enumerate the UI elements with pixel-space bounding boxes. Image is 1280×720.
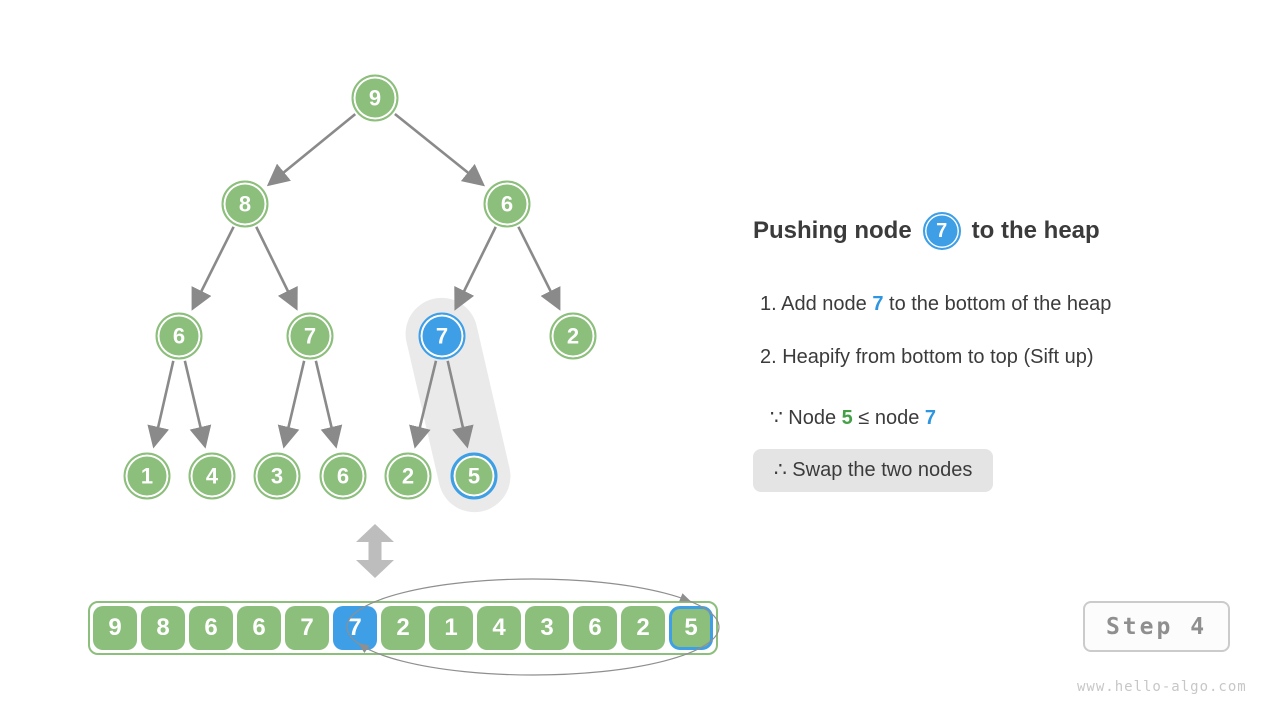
tree-array-sync-arrow-icon (356, 524, 394, 578)
tree-node-7: 7 (286, 312, 334, 360)
because-text-mid: ≤ node (852, 407, 925, 429)
tree-node-6: 6 (155, 312, 203, 360)
because-number-5: 5 (841, 407, 853, 429)
array-cell-5: 5 (669, 606, 713, 650)
array-cell-1: 1 (429, 606, 473, 650)
step1-text: 1. Add node (760, 293, 873, 315)
tree-edges (147, 112, 561, 449)
tree-edge (277, 360, 306, 449)
tree-edge (454, 226, 497, 311)
tree-node-2: 2 (549, 312, 597, 360)
array-cell-6: 6 (237, 606, 281, 650)
watermark-text: www.hello-algo.com (1077, 679, 1247, 695)
array-cell-6: 6 (189, 606, 233, 650)
tree-edge (266, 113, 357, 187)
tree-edge (409, 360, 438, 449)
array-cell-2: 2 (621, 606, 665, 650)
array-cell-7: 7 (285, 606, 329, 650)
tree-edge (517, 226, 561, 311)
tree-node-8: 8 (221, 180, 269, 228)
tree-edge (446, 360, 474, 449)
swap-arrowhead-left-icon (358, 643, 370, 653)
tree-node-9: 9 (351, 74, 399, 122)
title-node-badge: 7 (922, 212, 961, 250)
array-cell-8: 8 (141, 606, 185, 650)
array-cell-6: 6 (573, 606, 617, 650)
because-clause: ∵ Node 5 ≤ node 7 (770, 405, 936, 430)
tree-edge (394, 112, 486, 187)
array-cell-4: 4 (477, 606, 521, 650)
tree-edge (191, 226, 235, 311)
because-number-7: 7 (924, 407, 937, 429)
step1-text-post: to the bottom of the heap (883, 293, 1112, 315)
tree-edge (147, 360, 175, 449)
tree-node-7: 7 (418, 312, 466, 360)
tree-edge (183, 360, 212, 449)
array-cell-9: 9 (93, 606, 137, 650)
step2-text: 2. Heapify from bottom to top (Sift up) (760, 346, 1094, 368)
watermark: www.hello-algo.com (1077, 679, 1247, 695)
title-prefix: Pushing node (753, 217, 912, 244)
tree-node-3: 3 (253, 452, 301, 500)
swap-ellipse-path (346, 578, 720, 676)
title-node-value: 7 (936, 219, 948, 242)
tree-node-5: 5 (450, 452, 498, 500)
tree-node-6: 6 (483, 180, 531, 228)
tree-node-4: 4 (188, 452, 236, 500)
title-suffix: to the heap (971, 217, 1100, 244)
therefore-text: ∴ Swap the two nodes (774, 459, 973, 481)
tree-edge (314, 360, 343, 449)
page-title: Pushing node 7 to the heap (753, 212, 1100, 250)
instruction-step-2: 2. Heapify from bottom to top (Sift up) (760, 346, 1093, 369)
because-text: ∵ Node (770, 407, 842, 429)
tree-node-6: 6 (319, 452, 367, 500)
step-badge: Step 4 (1083, 601, 1230, 652)
therefore-clause: ∴ Swap the two nodes (753, 449, 994, 492)
array-cell-3: 3 (525, 606, 569, 650)
tree-edge (255, 226, 298, 311)
step1-number: 7 (872, 293, 884, 315)
tree-node-1: 1 (123, 452, 171, 500)
instruction-step-1: 1. Add node 7 to the bottom of the heap (760, 293, 1111, 316)
tree-node-2: 2 (384, 452, 432, 500)
step-badge-label: Step 4 (1105, 613, 1208, 640)
array-cell-2: 2 (381, 606, 425, 650)
swap-arrowhead-right-icon (679, 593, 691, 602)
